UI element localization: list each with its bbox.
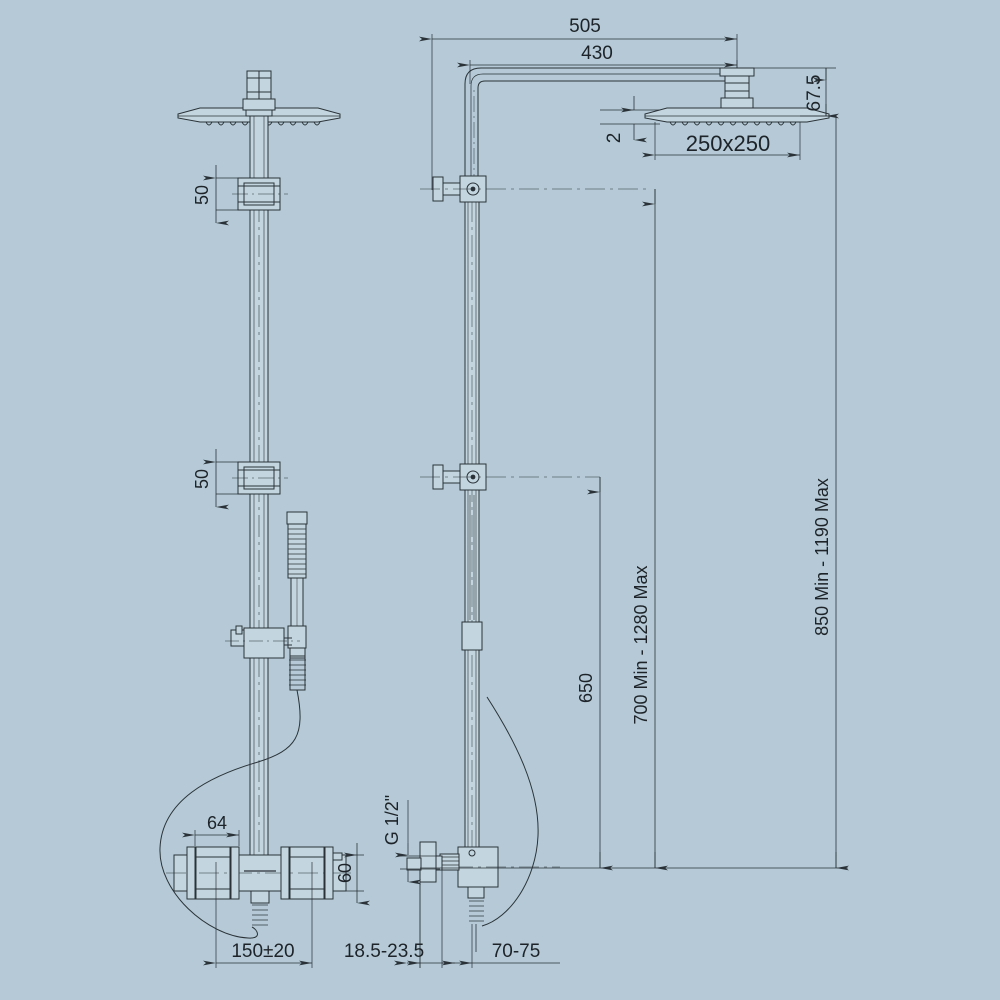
- dim-64: [182, 830, 240, 846]
- rail-shading-side: [469, 495, 475, 620]
- flexible-hose-front: [159, 689, 301, 939]
- dim-g-half-inch: [395, 800, 440, 885]
- mixer-left-handle-front: [186, 846, 240, 900]
- label-70-75: 70-75: [492, 941, 541, 962]
- label-250x250: 250x250: [686, 131, 770, 156]
- front-view-dimensions: [182, 165, 370, 968]
- label-67-5: 67.5: [804, 75, 825, 112]
- head-swivel-connector-front: [242, 70, 276, 117]
- thermostatic-mixer-front: [166, 846, 354, 926]
- dim-50-upper: [203, 165, 244, 226]
- label-18-5-23-5: 18.5-23.5: [344, 941, 424, 962]
- label-700-1280: 700 Min - 1280 Max: [631, 565, 651, 724]
- spray-nozzle-row-side: [669, 121, 797, 126]
- shower-arm-side: [464, 67, 737, 190]
- label-505: 505: [569, 16, 601, 37]
- dim-60: [344, 843, 370, 906]
- label-50-upper: 50: [192, 185, 212, 205]
- dimension-labels: 505 430 67.5 2 250x250 50 50 850 Min - 1…: [192, 16, 832, 962]
- dim-430: [457, 60, 738, 84]
- label-2: 2: [604, 133, 625, 144]
- label-850-1190: 850 Min - 1190 Max: [812, 478, 832, 636]
- lower-wall-bracket-front: [232, 461, 288, 495]
- side-view-dimensions: [394, 34, 849, 968]
- dim-150: [203, 862, 313, 968]
- label-650: 650: [576, 673, 596, 703]
- lower-wall-bracket-side: [420, 463, 600, 491]
- dim-250x250: [642, 122, 801, 160]
- overhead-shower-head-side: [644, 107, 830, 126]
- side-elevation-view: [406, 67, 830, 952]
- riser-pipe-side: [464, 189, 480, 863]
- label-g-half-inch: G 1/2": [382, 795, 402, 845]
- mixer-right-handle-front: [280, 846, 343, 900]
- slider-holder-side: [461, 621, 483, 651]
- label-64: 64: [207, 813, 227, 833]
- label-60: 60: [335, 863, 355, 883]
- label-50-lower: 50: [192, 469, 212, 489]
- dim-70-75: [407, 882, 560, 968]
- dim-2: [600, 96, 660, 143]
- mixer-outlet-front: [250, 890, 270, 926]
- dim-50-lower: [203, 449, 244, 510]
- dim-67-5: [737, 67, 839, 119]
- front-elevation-view: [159, 70, 354, 939]
- upper-wall-bracket-front: [232, 177, 288, 211]
- label-150: 150±20: [231, 941, 294, 962]
- thermostatic-mixer-side: [406, 841, 560, 952]
- flexible-hose-side: [481, 696, 539, 927]
- upper-wall-bracket-side: [420, 175, 650, 203]
- slider-holder-front: [225, 625, 300, 659]
- label-430: 430: [581, 43, 613, 64]
- head-swivel-connector-side: [719, 67, 755, 115]
